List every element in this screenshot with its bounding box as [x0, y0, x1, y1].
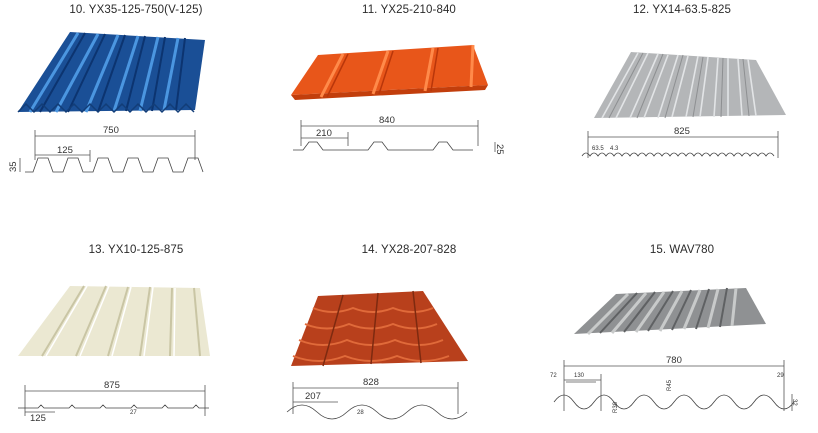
- product-title: 13. YX10-125-875: [88, 244, 184, 256]
- dim-pitch: 207: [305, 391, 321, 402]
- product-title: 11. YX25-210-840: [362, 4, 456, 16]
- silver-roof-sheet-image: 825 63.5 4.3: [581, 52, 786, 158]
- dim-left: 72: [550, 373, 557, 379]
- dim-pitch: 125: [57, 145, 73, 156]
- dim-h2: R38: [613, 401, 619, 413]
- product-card-11: 11. YX25-210-840 840 210 25: [273, 0, 545, 216]
- dim-pitch: 130: [574, 373, 585, 379]
- product-title: 15. WAV780: [649, 244, 715, 256]
- product-title: 14. YX28-207-828: [361, 244, 457, 256]
- dim-height: 25: [494, 144, 505, 155]
- blue-roof-sheet-image: 750 125 35: [8, 32, 205, 173]
- product-card-10: 10. YX35-125-750(V-125) 750: [0, 0, 272, 216]
- dim-total: 875: [104, 380, 120, 391]
- product-card-14: 14. YX28-207-828 828 207 28: [273, 216, 545, 432]
- dim-pitch: 125: [30, 413, 46, 424]
- dim-total: 780: [666, 355, 682, 366]
- product-title: 12. YX14-63.5-825: [632, 4, 732, 16]
- product-title: 10. YX35-125-750(V-125): [69, 4, 203, 16]
- dim-total: 825: [674, 126, 690, 137]
- product-card-13: 13. YX10-125-875 875 125 27: [0, 216, 272, 432]
- dim-total: 828: [363, 377, 379, 388]
- dim-h3: 32: [791, 399, 797, 406]
- dim-pitch: 210: [316, 128, 332, 139]
- dim-right: 29: [777, 373, 784, 379]
- dim-total: 840: [379, 115, 395, 126]
- gray-wave-roof-sheet-image: 780 72 130 29 R45 R38 32: [550, 287, 797, 413]
- orange-roof-sheet-image: 840 210 25: [291, 44, 505, 155]
- product-card-15: 15. WAV780 780 72 130 29 R45 R38 32: [546, 216, 818, 432]
- cream-roof-sheet-image: 875 125 27: [18, 285, 210, 424]
- product-card-12: 12. YX14-63.5-825 825 63.5 4.3: [546, 0, 818, 216]
- dim-height: 28: [357, 410, 364, 416]
- dim-small-b: 4.3: [610, 146, 619, 152]
- dim-small-a: 63.5: [592, 146, 604, 152]
- red-tile-roof-sheet-image: 828 207 28: [286, 290, 468, 420]
- dim-h1: R45: [667, 379, 673, 391]
- dim-rib: 27: [130, 410, 137, 416]
- dim-total: 750: [103, 125, 119, 136]
- dim-height: 35: [8, 161, 19, 172]
